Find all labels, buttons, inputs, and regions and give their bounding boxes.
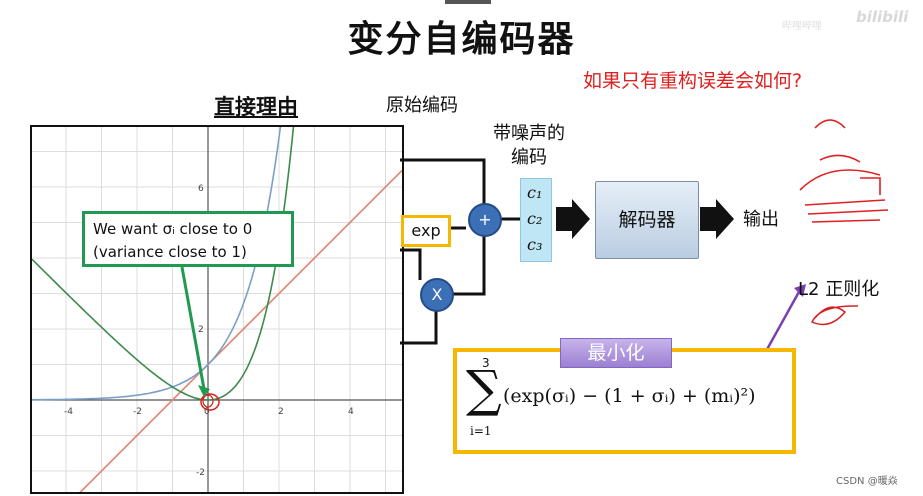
code-c3: c₃	[527, 235, 543, 254]
sum-upper-limit: 3	[482, 356, 490, 370]
reason-heading: 直接理由	[214, 95, 298, 119]
exp-box: exp	[401, 215, 451, 247]
loss-formula: (exp(σᵢ) − (1 + σᵢ) + (mᵢ)²)	[503, 385, 756, 407]
x-tick: -4	[64, 407, 73, 417]
footer-credit: CSDN @暖焱	[836, 476, 898, 487]
x-tick: -2	[133, 407, 142, 417]
red-e-scribble	[810, 305, 859, 326]
red-scribble-circle	[200, 393, 220, 411]
arrow-to-decoder	[556, 199, 590, 239]
arrow-to-output	[700, 199, 734, 239]
y-tick: 2	[198, 325, 204, 335]
sigma-callout: We want σᵢ close to 0 (variance close to…	[82, 211, 294, 267]
x-tick: 2	[278, 407, 284, 417]
top-tab-bar	[445, 0, 491, 4]
minimize-tag: 最小化	[560, 338, 672, 368]
noisy-code-line2: 编码	[511, 147, 547, 168]
red-scribble-circle-inner	[202, 394, 214, 408]
sum-symbol: ∑	[466, 360, 502, 418]
question-text: 如果只有重构误差会如何?	[583, 70, 803, 92]
decoder-box: 解码器	[595, 181, 699, 259]
function-graph: -4 -2 0 2 4 6 4 2 -2	[30, 114, 404, 496]
y-tick: -2	[196, 468, 205, 478]
code-c2: c₂	[527, 209, 543, 228]
noisy-code-label: 带噪声的 编码	[474, 122, 584, 170]
output-label: 输出	[743, 209, 779, 230]
code-c1: c₁	[527, 183, 543, 202]
line-1-plus-x	[75, 169, 403, 496]
callout-arrowhead	[198, 385, 210, 397]
exp-curve	[31, 114, 283, 401]
x-tick: 4	[348, 407, 354, 417]
plus-node: +	[468, 203, 502, 237]
callout-line1: We want σᵢ close to 0	[93, 220, 253, 238]
sum-lower-limit: i=1	[470, 424, 492, 438]
watermark-logo: bilibili	[856, 8, 909, 26]
y-tick: 6	[198, 184, 204, 194]
red-scribble-annotation	[799, 119, 889, 223]
noisy-code-line1: 带噪声的	[493, 123, 565, 144]
l2-regularization-label: L2 正则化	[798, 279, 880, 300]
slide-title: 变分自编码器	[347, 19, 576, 60]
difference-curve	[31, 121, 295, 401]
callout-arrow	[180, 266, 206, 390]
callout-line2: (variance close to 1)	[93, 243, 247, 261]
multiply-node: X	[420, 278, 454, 312]
watermark-small: 哔哩哔哩	[782, 21, 822, 32]
original-code-label: 原始编码	[386, 95, 458, 116]
graph-canvas: -4 -2 0 2 4 6 4 2 -2	[31, 114, 403, 496]
x-tick: 0	[204, 407, 210, 417]
noisy-code-vector: c₁ c₂ c₃	[520, 178, 552, 262]
